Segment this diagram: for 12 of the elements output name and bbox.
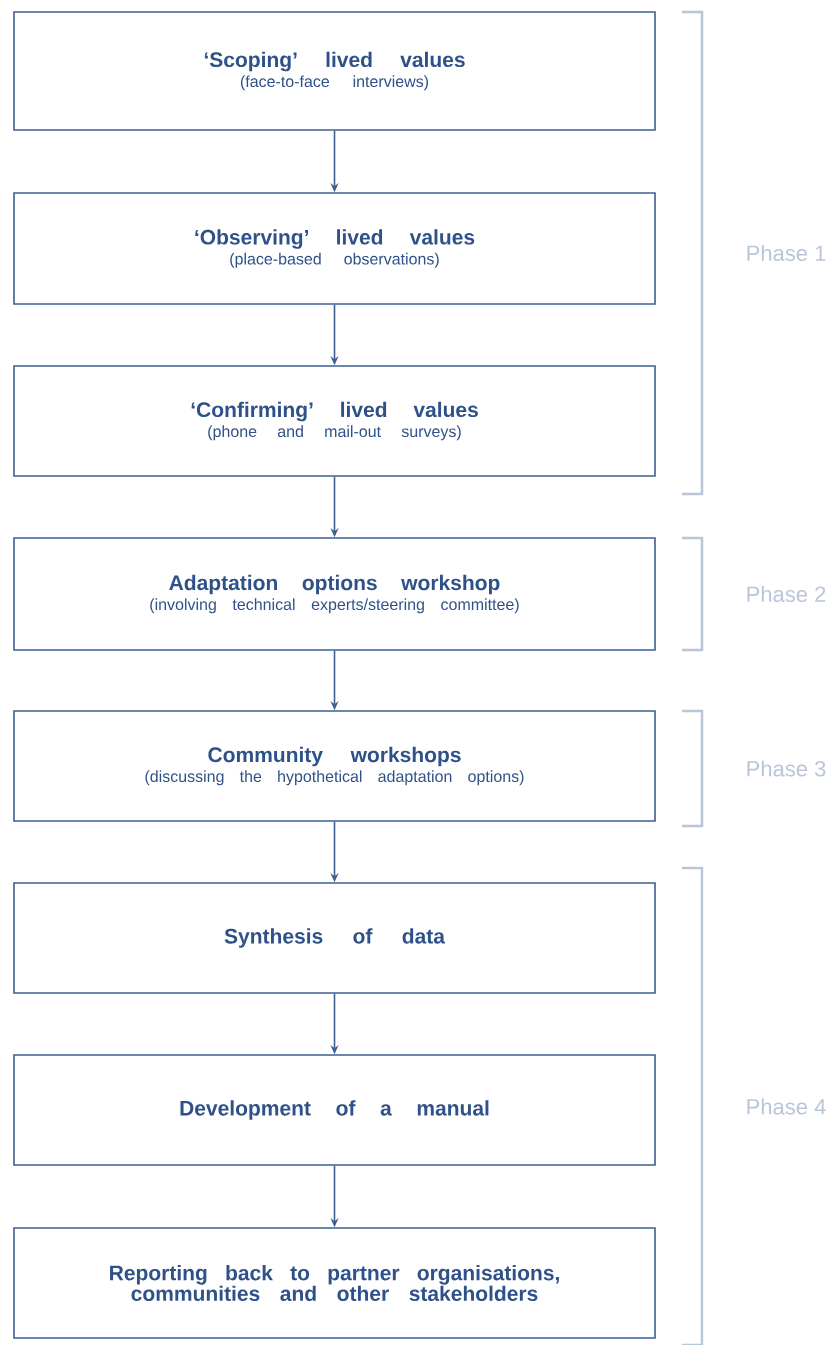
process-box: ‘Scoping’ lived values (face-to-face interviews): [13, 11, 656, 131]
process-box: Adaptation options workshop (involving technical experts/steering committee): [13, 537, 656, 651]
process-box: Reporting back to partner organisations, communities and other stakeholders: [13, 1227, 656, 1339]
process-box: ‘Confirming’ lived values (phone and mail-out surveys): [13, 365, 656, 477]
process-box: Development of a manual: [13, 1054, 656, 1166]
phase-label: Phase 4: [747, 1098, 826, 1115]
phase-label: Phase 2: [747, 585, 826, 603]
phase-label: Phase 3: [747, 760, 826, 777]
process-box: Community workshops (discussing the hypothetical adaptation options): [13, 710, 656, 822]
phase-label: Phase 1: [747, 244, 826, 262]
process-box: ‘Observing’ lived values (place-based observations): [13, 192, 656, 305]
process-box: Synthesis of data: [13, 882, 656, 994]
